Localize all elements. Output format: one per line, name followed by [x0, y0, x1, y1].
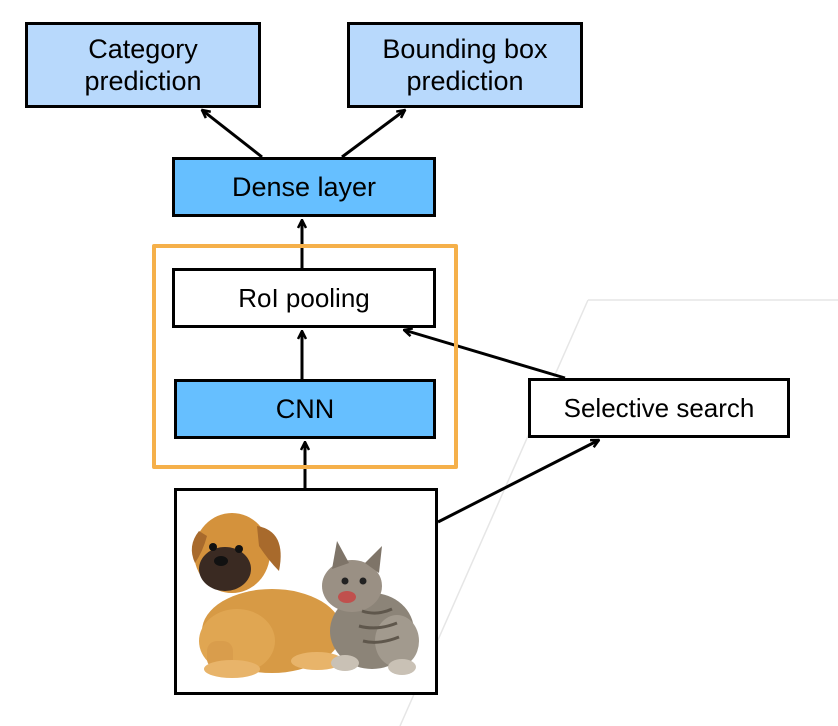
- bounding-box-prediction-line1: Bounding box: [382, 34, 548, 64]
- dense-layer-label: Dense layer: [231, 172, 377, 202]
- highlighted-module-frame: [152, 244, 458, 469]
- category-prediction-line1: Category: [88, 34, 198, 64]
- arrow-dense-to-bbox: [341, 110, 405, 159]
- category-prediction-box: Category prediction: [25, 22, 261, 108]
- background-guide-line: [399, 299, 838, 726]
- roi-pooling-label: RoI pooling: [238, 283, 370, 313]
- cnn-box: CNN: [174, 379, 436, 439]
- selective-search-box: Selective search: [528, 378, 790, 438]
- dense-layer-box: Dense layer: [172, 157, 436, 217]
- arrow-dense-to-category: [202, 110, 263, 159]
- arrow-image-to-selective: [437, 438, 599, 524]
- bounding-box-prediction-line2: prediction: [406, 66, 524, 96]
- puppy-and-kitten-illustration: [191, 513, 419, 678]
- input-image: [174, 488, 438, 695]
- arrow-selective-to-roi: [404, 330, 566, 380]
- selective-search-label: Selective search: [563, 393, 755, 423]
- category-prediction-line2: prediction: [84, 66, 202, 96]
- cnn-label: CNN: [275, 394, 335, 424]
- roi-pooling-box: RoI pooling: [172, 268, 436, 328]
- bounding-box-prediction-box: Bounding box prediction: [347, 22, 583, 108]
